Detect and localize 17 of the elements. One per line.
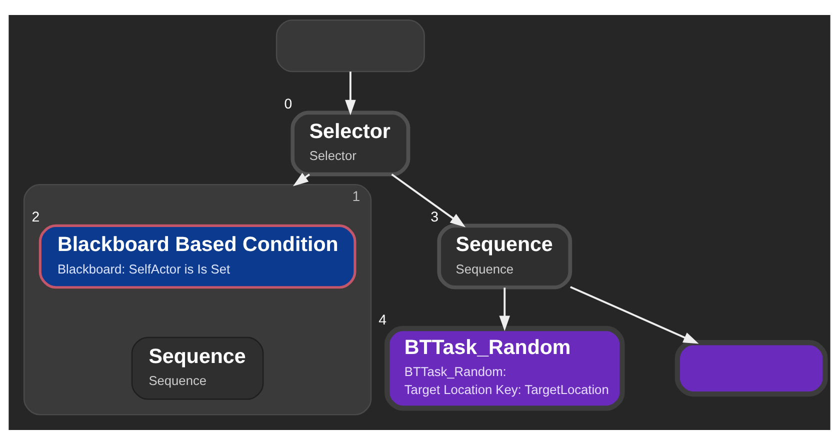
node-label: 0 bbox=[284, 96, 292, 112]
node-label: 2 bbox=[32, 208, 40, 225]
arrow bbox=[391, 174, 466, 228]
node-label: 1 bbox=[352, 188, 360, 204]
node-box: Sequence Sequence bbox=[437, 224, 572, 290]
node-label: 3 bbox=[430, 208, 439, 225]
node-box bbox=[276, 20, 425, 72]
node-box: Sequence Sequence bbox=[131, 336, 264, 400]
node-label: 4 bbox=[378, 311, 386, 328]
arrow bbox=[499, 288, 510, 332]
arrow bbox=[345, 72, 356, 116]
node-box bbox=[674, 340, 828, 397]
node-box: Selector Selector bbox=[290, 110, 410, 176]
arrow bbox=[570, 286, 699, 344]
node-box: BTTask_Random BTTask_Random: Target Location Key: TargetLocation bbox=[384, 326, 625, 411]
node-box: Blackboard Based Condition Blackboard: SelfActor is Is Set bbox=[38, 224, 356, 289]
cluster bbox=[23, 184, 372, 416]
